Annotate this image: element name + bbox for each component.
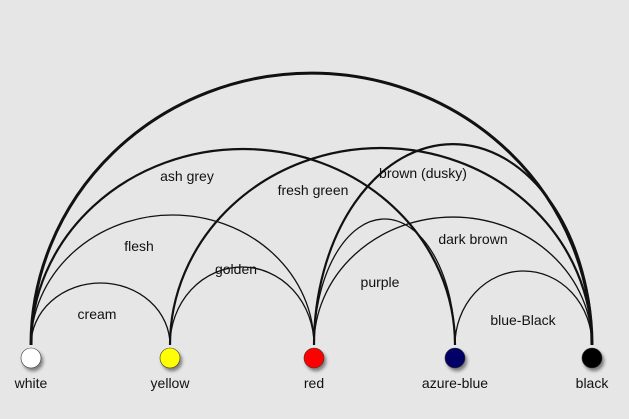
arc-label-layer: cream flesh ash grey golden fresh green brown…	[78, 165, 557, 328]
arc-label: ash grey	[160, 168, 214, 184]
node-black	[581, 347, 603, 369]
arc-red-black	[313, 216, 593, 346]
arc-label: purple	[361, 274, 400, 290]
node-label: red	[304, 375, 324, 391]
arc-label: golden	[215, 261, 257, 277]
arc-azure-blue-black	[454, 270, 593, 346]
arc-label: dark brown	[438, 231, 507, 247]
node-azure-blue	[444, 347, 466, 369]
node-label: white	[14, 375, 48, 391]
arc-white-yellow	[30, 282, 171, 346]
arc-label: brown (dusky)	[379, 165, 467, 181]
arc-red-azure-blue	[313, 218, 456, 346]
node-label: black	[576, 375, 610, 391]
arc-white-black	[29, 71, 594, 346]
arc-layer	[29, 71, 594, 346]
arc-red-black	[312, 142, 594, 346]
node-yellow	[159, 347, 181, 369]
arc-label: blue-Black	[490, 312, 556, 328]
node-white	[20, 347, 42, 369]
node-label: yellow	[151, 375, 191, 391]
arc-label: fresh green	[278, 182, 349, 198]
arc-label: cream	[78, 306, 117, 322]
node-label: azure-blue	[422, 375, 488, 391]
arc-yellow-red	[169, 266, 315, 346]
node-red	[303, 347, 325, 369]
node-layer: white yellow red azure-blue black	[14, 347, 610, 391]
arc-white-azure-blue	[29, 147, 457, 346]
arc-label: flesh	[124, 238, 154, 254]
arc-yellow-black	[168, 146, 594, 346]
arc-white-red	[30, 214, 315, 346]
